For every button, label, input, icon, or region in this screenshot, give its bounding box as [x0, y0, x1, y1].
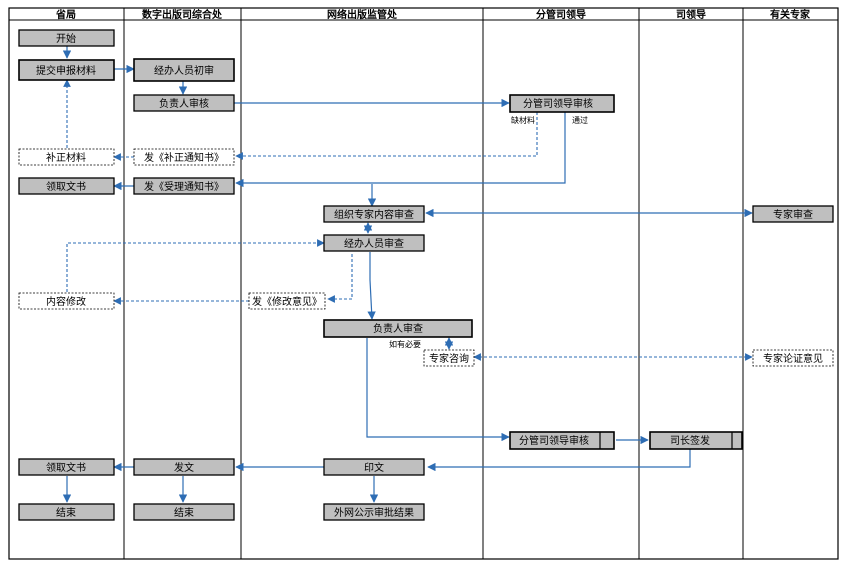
- svg-text:发《修改意见》: 发《修改意见》: [252, 295, 322, 308]
- arrow-staff-opinion: [327, 254, 353, 303]
- lane-header-dept-leader: 司领导: [676, 8, 706, 21]
- svg-text:经办人员审查: 经办人员审查: [344, 237, 404, 250]
- arrow-head-check-division: [366, 338, 510, 442]
- swimlane-frame: [8, 7, 839, 560]
- svg-text:领取文书: 领取文书: [46, 461, 86, 474]
- arrow-modify-staff: [66, 239, 325, 292]
- svg-text:负责人审查: 负责人审查: [373, 322, 423, 335]
- lane-header-division-leader: 分管司领导: [536, 8, 586, 21]
- node-expert-consult: 专家咨询: [423, 349, 475, 367]
- svg-text:司长签发: 司长签发: [670, 434, 710, 447]
- node-head-review: 负责人审核: [133, 94, 235, 112]
- svg-text:专家论证意见: 专家论证意见: [763, 352, 823, 365]
- lane-header-experts: 有关专家: [770, 8, 811, 21]
- node-director-sign: 司长签发: [649, 431, 743, 450]
- node-division-review-1: 分管司领导审核: [509, 94, 615, 113]
- node-expert-opinion: 专家论证意见: [752, 349, 834, 367]
- solid-connectors: [62, 46, 753, 503]
- node-division-review-2: 分管司领导审核: [509, 431, 615, 450]
- lane-header-prov: 省局: [55, 8, 76, 21]
- label-if-needed: 如有必要: [389, 339, 421, 349]
- svg-text:专家审查: 专家审查: [773, 208, 813, 221]
- svg-text:分管司领导审核: 分管司领导审核: [519, 434, 589, 447]
- node-end-1: 结束: [18, 503, 115, 521]
- arrow-division-supplement: [235, 112, 538, 160]
- label-pass: 通过: [572, 115, 588, 125]
- svg-text:补正材料: 补正材料: [46, 151, 86, 164]
- svg-text:领取文书: 领取文书: [46, 180, 86, 193]
- svg-text:开始: 开始: [56, 32, 76, 45]
- node-staff-review: 经办人员审查: [323, 234, 425, 252]
- svg-text:负责人审核: 负责人审核: [159, 97, 209, 110]
- svg-text:经办人员初审: 经办人员初审: [154, 64, 214, 77]
- node-send-modify-opinion: 发《修改意见》: [248, 292, 326, 310]
- arrow-division-accept: [235, 112, 566, 188]
- label-missing: 缺材料: [511, 115, 535, 125]
- svg-text:提交申报材料: 提交申报材料: [36, 64, 96, 77]
- node-org-expert-review: 组织专家内容审查: [323, 205, 425, 223]
- svg-text:发文: 发文: [174, 461, 194, 474]
- node-expert-review: 专家审查: [752, 205, 834, 223]
- node-issue-doc: 发文: [133, 458, 235, 476]
- node-receive-doc-1: 领取文书: [18, 177, 115, 195]
- arrow-director-print: [427, 449, 691, 472]
- node-start: 开始: [18, 29, 115, 47]
- node-receive-doc-2: 领取文书: [18, 458, 115, 476]
- arrow-staff-head-check: [367, 252, 376, 320]
- svg-text:发《受理通知书》: 发《受理通知书》: [144, 180, 224, 193]
- svg-text:内容修改: 内容修改: [46, 295, 86, 308]
- dashed-connectors: [63, 79, 753, 361]
- svg-text:发《补正通知书》: 发《补正通知书》: [144, 151, 224, 164]
- node-publish-result: 外网公示审批结果: [323, 503, 425, 521]
- svg-text:组织专家内容审查: 组织专家内容审查: [334, 208, 414, 221]
- node-notice-accept: 发《受理通知书》: [133, 177, 235, 195]
- lane-header-net: 网络出版监管处: [327, 8, 398, 21]
- node-end-2: 结束: [133, 503, 235, 521]
- node-submit-materials: 提交申报材料: [18, 59, 115, 81]
- svg-text:分管司领导审核: 分管司领导审核: [523, 97, 593, 110]
- node-initial-review: 经办人员初审: [133, 58, 235, 82]
- svg-text:外网公示审批结果: 外网公示审批结果: [334, 506, 414, 519]
- svg-text:专家咨询: 专家咨询: [429, 352, 469, 365]
- lane-header-digital: 数字出版司综合处: [142, 8, 223, 21]
- node-supplement-materials: 补正材料: [18, 148, 115, 166]
- svg-text:结束: 结束: [174, 506, 194, 519]
- svg-text:印文: 印文: [364, 461, 384, 474]
- node-print-doc: 印文: [323, 458, 425, 476]
- node-notice-supplement: 发《补正通知书》: [133, 148, 235, 166]
- node-head-check: 负责人审查: [323, 319, 473, 338]
- svg-text:结束: 结束: [56, 506, 76, 519]
- node-content-modify: 内容修改: [18, 292, 115, 310]
